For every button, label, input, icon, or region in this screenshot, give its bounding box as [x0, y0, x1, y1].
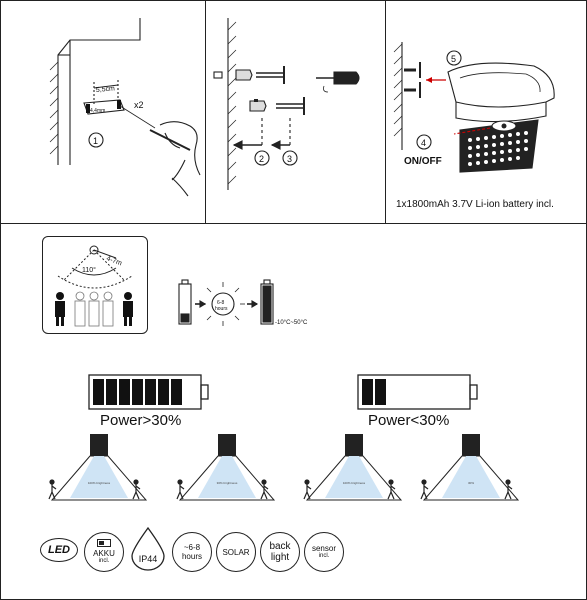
- lamp-scene-2: 30% brightness: [176, 434, 276, 501]
- hours-badge: ~6-8 hours: [172, 532, 212, 572]
- backlight-badge-top: back: [269, 541, 291, 552]
- panel2-step-a: 2: [259, 154, 264, 164]
- battery-low: [357, 374, 478, 410]
- solar-badge: SOLAR: [216, 532, 256, 572]
- divider-1: [205, 0, 206, 224]
- charging-hours: 6-8: [217, 300, 224, 306]
- lamp-mounting-illustration: 5 4 ON/OFF: [393, 42, 555, 173]
- lamp-scene-3: 100% brightness: [303, 434, 403, 501]
- akku-badge-bottom: incl.: [98, 558, 110, 564]
- backlight-badge-bottom: light: [270, 552, 290, 563]
- backlight-badge: back light: [260, 532, 300, 572]
- hours-badge-bottom: hours: [181, 552, 202, 561]
- mounting-marking-illustration: 5,5cm 4,4mm x2 1: [49, 18, 201, 197]
- sensor-range-illustration: 110° 4-7m: [55, 245, 133, 327]
- lamp-scene-4: 30%: [420, 434, 520, 501]
- ip44-badge-label: IP44: [139, 554, 158, 564]
- sensor-range-box: [42, 236, 148, 334]
- charging-illustration: 6-8 hours -10°C~50°C: [178, 279, 308, 326]
- panel1-small-dimension: 4,4mm: [90, 108, 105, 114]
- akku-badge-top: AKKU: [93, 549, 115, 558]
- panel3-step-c: 4: [421, 138, 426, 148]
- dowel-screw-illustration: 2 3: [213, 18, 360, 190]
- power-low-label: Power<30%: [368, 412, 450, 429]
- panel1-multiplier: x2: [134, 100, 144, 110]
- ip44-drop-icon: IP44: [131, 526, 165, 571]
- hours-badge-top: ~6-8: [183, 543, 201, 552]
- panel3-step-d: 5: [451, 54, 456, 64]
- switch-label: ON/OFF: [404, 156, 442, 167]
- panel1-dimension: 5,5cm: [96, 85, 116, 94]
- battery-icon: [97, 539, 111, 547]
- sensor-range: 4-7m: [105, 255, 123, 267]
- battery-note: 1x1800mAh 3.7V Li-ion battery incl.: [396, 199, 554, 210]
- sensor-badge-bottom: incl.: [318, 553, 330, 559]
- lamp2-mode: 30% brightness: [217, 481, 238, 485]
- battery-high: [88, 374, 209, 410]
- lamp-scene-1: 100% brightness: [48, 434, 148, 501]
- lamp1-mode: 100% brightness: [88, 481, 111, 485]
- solar-badge-label: SOLAR: [222, 547, 250, 557]
- divider-2: [385, 0, 386, 224]
- panel2-step-b: 3: [287, 154, 292, 164]
- sensor-angle: 110°: [82, 266, 96, 274]
- panel1-step: 1: [93, 136, 98, 146]
- led-badge: LED: [40, 538, 78, 562]
- power-high-label: Power>30%: [100, 412, 182, 429]
- temp-range: -10°C~50°C: [275, 320, 308, 326]
- svg-text:hours: hours: [215, 306, 228, 312]
- lamp4-mode: 30%: [468, 481, 474, 485]
- sensor-badge: sensor incl.: [304, 532, 344, 572]
- sensor-badge-top: sensor: [311, 544, 336, 553]
- lamp3-mode: 100% brightness: [343, 481, 366, 485]
- akku-badge: AKKU incl.: [84, 532, 124, 572]
- led-badge-label: LED: [48, 544, 70, 556]
